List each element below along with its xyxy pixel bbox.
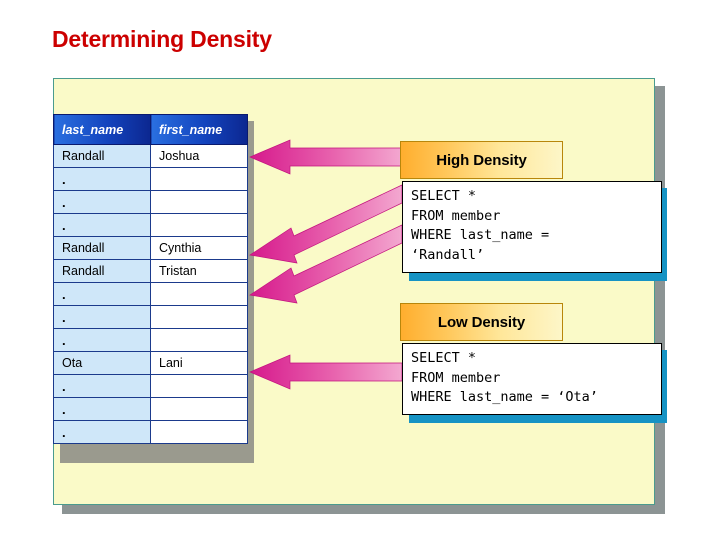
cell-first-name xyxy=(150,282,248,306)
cell-first-name xyxy=(150,328,248,352)
table-body: Randall Joshua . . . Randall Cynthia Ran… xyxy=(53,144,248,444)
member-table: last_name first_name Randall Joshua . . … xyxy=(53,114,248,444)
table-row[interactable]: Randall Tristan xyxy=(53,259,248,283)
table-row[interactable]: . xyxy=(53,374,248,398)
table-row[interactable]: . xyxy=(53,328,248,352)
table-row[interactable]: Randall Cynthia xyxy=(53,236,248,260)
table-row[interactable]: Randall Joshua xyxy=(53,144,248,168)
cell-first-name: Lani xyxy=(150,351,248,375)
cell-last-name: Randall xyxy=(53,236,151,260)
low-density-label[interactable]: Low Density xyxy=(400,303,563,341)
cell-first-name xyxy=(150,397,248,421)
arrow-low-density-row xyxy=(249,354,403,390)
cell-last-name: . xyxy=(53,397,151,421)
cell-last-name: . xyxy=(53,328,151,352)
column-header-last-name[interactable]: last_name xyxy=(53,114,151,145)
high-density-sql-box: SELECT * FROM member WHERE last_name = ‘… xyxy=(402,181,662,273)
cell-first-name: Cynthia xyxy=(150,236,248,260)
cell-first-name xyxy=(150,190,248,214)
cell-last-name: . xyxy=(53,213,151,237)
table-row[interactable]: . xyxy=(53,282,248,306)
sql-line: SELECT * xyxy=(411,350,477,366)
cell-last-name: Randall xyxy=(53,259,151,283)
table-row[interactable]: . xyxy=(53,167,248,191)
cell-first-name xyxy=(150,213,248,237)
high-density-label[interactable]: High Density xyxy=(400,141,563,179)
cell-last-name: . xyxy=(53,305,151,329)
page-title: Determining Density xyxy=(52,26,272,52)
column-header-first-name[interactable]: first_name xyxy=(150,114,248,145)
sql-line: ‘Randall’ xyxy=(411,246,485,263)
table-row[interactable]: . xyxy=(53,420,248,444)
table-row[interactable]: . xyxy=(53,397,248,421)
sql-line: FROM member xyxy=(411,369,501,386)
cell-last-name: . xyxy=(53,374,151,398)
table-header-row: last_name first_name xyxy=(53,114,248,145)
cell-last-name: . xyxy=(53,167,151,191)
cell-first-name xyxy=(150,167,248,191)
table-row[interactable]: . xyxy=(53,305,248,329)
cell-last-name: . xyxy=(53,282,151,306)
table-row[interactable]: Ota Lani xyxy=(53,351,248,375)
arrow-high-density-row-3 xyxy=(249,224,403,304)
arrow-high-density-row-2 xyxy=(249,184,403,264)
low-density-label-text: Low Density xyxy=(437,313,526,331)
cell-last-name: . xyxy=(53,190,151,214)
sql-line: FROM member xyxy=(411,207,501,224)
table-row[interactable]: . xyxy=(53,190,248,214)
sql-line: WHERE last_name = ‘Ota’ xyxy=(411,389,598,405)
low-density-sql-box: SELECT * FROM member WHERE last_name = ‘… xyxy=(402,343,662,415)
cell-first-name xyxy=(150,374,248,398)
cell-last-name: Randall xyxy=(53,144,151,168)
sql-line: SELECT * xyxy=(411,188,477,204)
table-row[interactable]: . xyxy=(53,213,248,237)
high-density-label-text: High Density xyxy=(436,151,527,169)
sql-line: WHERE last_name = xyxy=(411,227,550,243)
arrow-high-density-row-1 xyxy=(249,139,403,175)
cell-last-name: Ota xyxy=(53,351,151,375)
cell-first-name xyxy=(150,420,248,444)
cell-first-name: Tristan xyxy=(150,259,248,283)
cell-first-name xyxy=(150,305,248,329)
cell-last-name: . xyxy=(53,420,151,444)
cell-first-name: Joshua xyxy=(150,144,248,168)
